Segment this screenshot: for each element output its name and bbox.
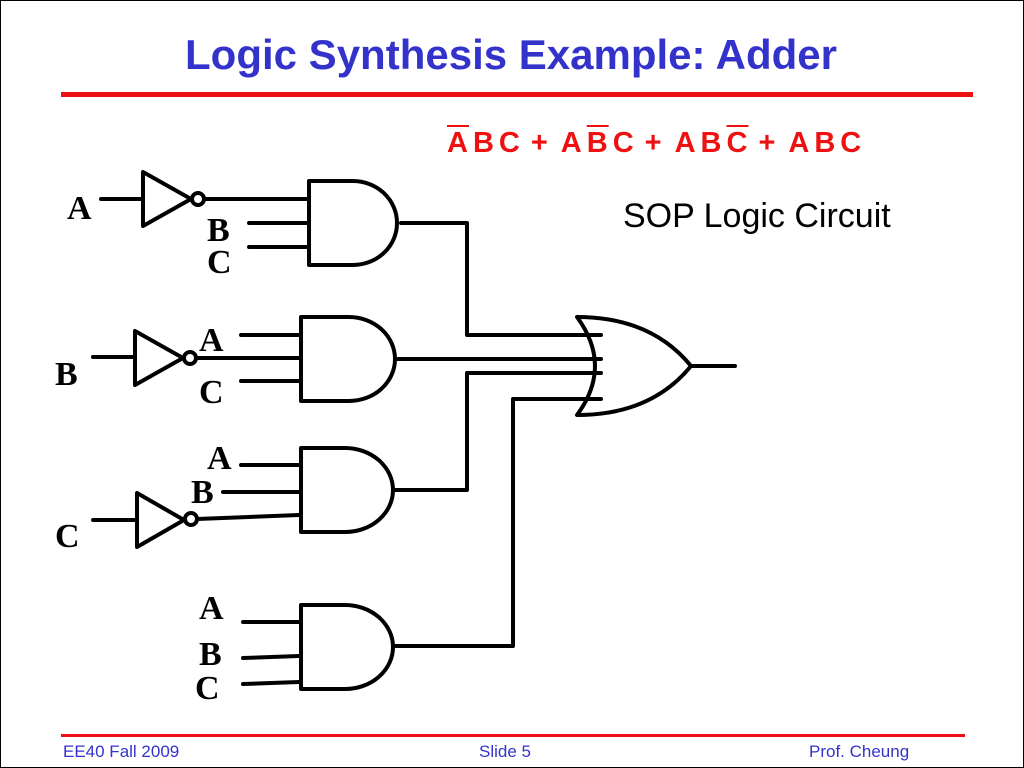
not-gate-1 [141, 170, 193, 228]
not-gate-3 [135, 491, 186, 549]
label-input-c-gate3: C [55, 518, 80, 555]
label-c-gate2: C [199, 374, 224, 411]
label-a-gate3: A [207, 440, 232, 477]
equation-term-1-var-3: C [498, 127, 521, 159]
footer-slide-number: Slide 5 [479, 742, 531, 761]
equation-plus-2: + [644, 127, 663, 159]
title-underline [61, 92, 973, 97]
label-b-gate4: B [199, 636, 222, 673]
equation-term-4-var-2: B [814, 127, 837, 159]
label-c-gate4: C [195, 670, 220, 707]
label-input-a-gate1: A [67, 190, 92, 227]
or-gate [575, 315, 693, 417]
wire-b-to-and4 [241, 654, 301, 660]
and-gate-1 [307, 179, 399, 267]
label-c-gate1: C [207, 244, 232, 281]
and-gate-3 [299, 446, 395, 534]
equation-term-3-var-3: C [726, 127, 749, 159]
footer-rule [61, 734, 965, 737]
equation-term-2-var-1: A [560, 127, 583, 159]
footer-author: Prof. Cheung [809, 742, 910, 761]
equation-term-3-var-1: A [674, 127, 697, 159]
wire-not-c-to-and3 [195, 513, 301, 521]
label-a-gate2: A [199, 322, 224, 359]
equation-term-1-var-1: A [447, 127, 469, 159]
footer-course: EE40 Fall 2009 [63, 742, 180, 761]
label-a-gate4: A [199, 590, 224, 627]
and-gate-4 [299, 603, 395, 691]
and-gate-2 [299, 315, 397, 403]
wire-and3-to-or [391, 371, 603, 492]
equation-plus-3: + [758, 127, 777, 159]
equation-term-1-var-2: B [472, 127, 495, 159]
label-b-gate3: B [191, 474, 214, 511]
equation-term-4-var-3: C [840, 127, 863, 159]
equation-term-2-var-3: C [612, 127, 635, 159]
label-b-gate1: B [207, 212, 230, 249]
equation-term-4-var-1: A [788, 127, 811, 159]
equation-term-3-var-2: B [700, 127, 723, 159]
circuit-caption: SOP Logic Circuit [623, 197, 891, 235]
wire-and1-to-or [399, 221, 603, 337]
equation-plus-1: + [530, 127, 549, 159]
not-gate-2 [133, 329, 185, 387]
slide-title: Logic Synthesis Example: Adder [185, 31, 837, 78]
equation-term-2-var-2: B [586, 127, 609, 159]
wire-and4-to-or [391, 397, 603, 648]
label-input-b-gate2: B [55, 356, 78, 393]
wire-c-to-and4 [241, 680, 301, 686]
